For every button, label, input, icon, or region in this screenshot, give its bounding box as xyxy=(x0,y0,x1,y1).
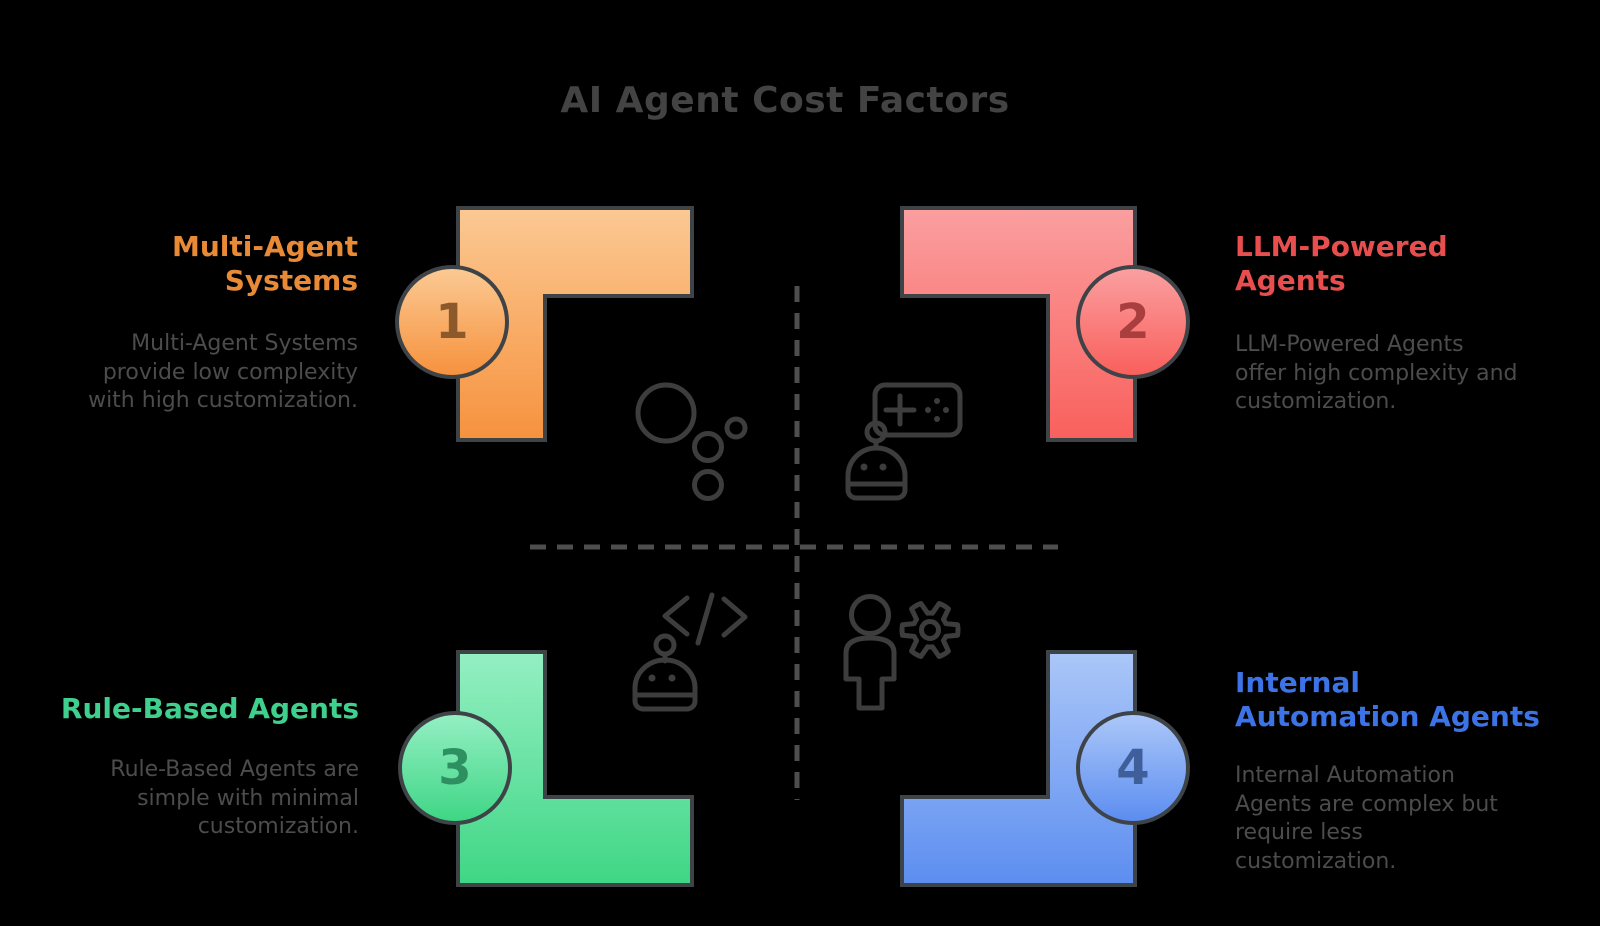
heading-top-right: LLM-Powered Agents xyxy=(1235,230,1448,297)
step-number-1: 1 xyxy=(435,294,469,350)
body-bottom-right: Internal Automation Agents are complex b… xyxy=(1235,763,1498,874)
step-number-3: 3 xyxy=(438,740,472,796)
shape-bottom-right xyxy=(900,650,1137,887)
shape-top-right xyxy=(900,206,1137,442)
shape-bottom-left xyxy=(456,650,694,887)
page-title: AI Agent Cost Factors xyxy=(560,80,1010,121)
bubbles-icon xyxy=(635,382,748,501)
shape-top-left xyxy=(456,206,694,442)
step-number-2: 2 xyxy=(1116,294,1150,350)
heading-top-left: Multi-Agent Systems xyxy=(171,230,358,297)
robot-code-icon xyxy=(632,592,748,712)
step-circle-1: 1 xyxy=(395,265,509,379)
heading-bottom-right: Internal Automation Agents xyxy=(1235,666,1540,733)
body-top-right: LLM-Powered Agents offer high complexity… xyxy=(1235,332,1518,414)
step-circle-3: 3 xyxy=(398,711,512,825)
robot-gamepad-icon xyxy=(845,382,963,501)
body-top-left: Multi-Agent Systems provide low complexi… xyxy=(88,331,358,413)
body-bottom-left: Rule-Based Agents are simple with minima… xyxy=(110,757,359,839)
step-number-4: 4 xyxy=(1116,740,1150,796)
heading-bottom-left: Rule-Based Agents xyxy=(60,692,359,725)
person-gear-icon xyxy=(843,594,961,711)
step-circle-2: 2 xyxy=(1076,265,1190,379)
step-circle-4: 4 xyxy=(1076,711,1190,825)
